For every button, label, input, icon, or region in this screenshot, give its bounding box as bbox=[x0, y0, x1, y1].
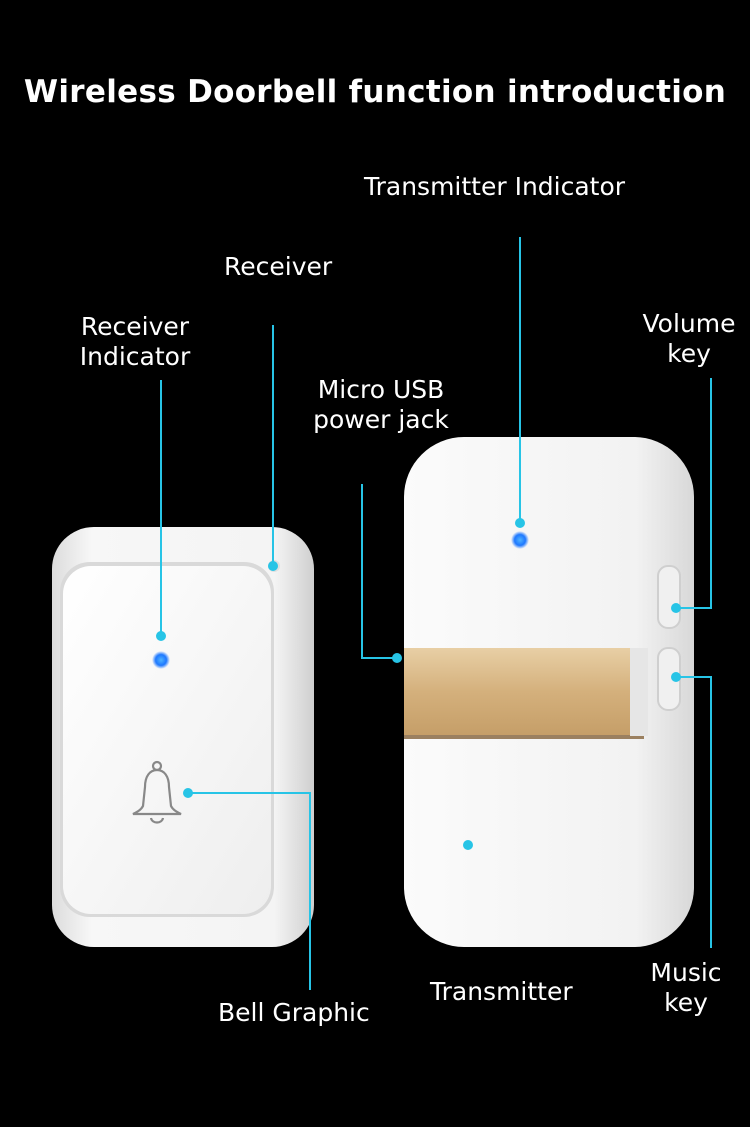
receiver-led bbox=[152, 651, 170, 669]
receiver-indicator-label: Receiver Indicator bbox=[79, 312, 191, 371]
page-title: Wireless Doorbell function introduction bbox=[23, 74, 727, 110]
transmitter-led bbox=[511, 531, 529, 549]
micro-usb-label: Micro USB power jack bbox=[313, 375, 449, 434]
callout-lines bbox=[160, 237, 712, 990]
transmitter-label: Transmitter bbox=[430, 977, 573, 1006]
music-key-label: Music key bbox=[650, 958, 722, 1017]
receiver-device bbox=[52, 527, 314, 947]
bell-icon bbox=[132, 760, 182, 824]
receiver-label: Receiver bbox=[224, 252, 333, 281]
transmitter-device bbox=[404, 437, 694, 947]
volume-key bbox=[657, 565, 681, 629]
callout-dots bbox=[156, 518, 681, 850]
bell-graphic-label: Bell Graphic bbox=[218, 998, 370, 1027]
volume-key-label: Volume key bbox=[642, 309, 736, 368]
transmitter-indicator-label: Transmitter Indicator bbox=[364, 172, 626, 201]
